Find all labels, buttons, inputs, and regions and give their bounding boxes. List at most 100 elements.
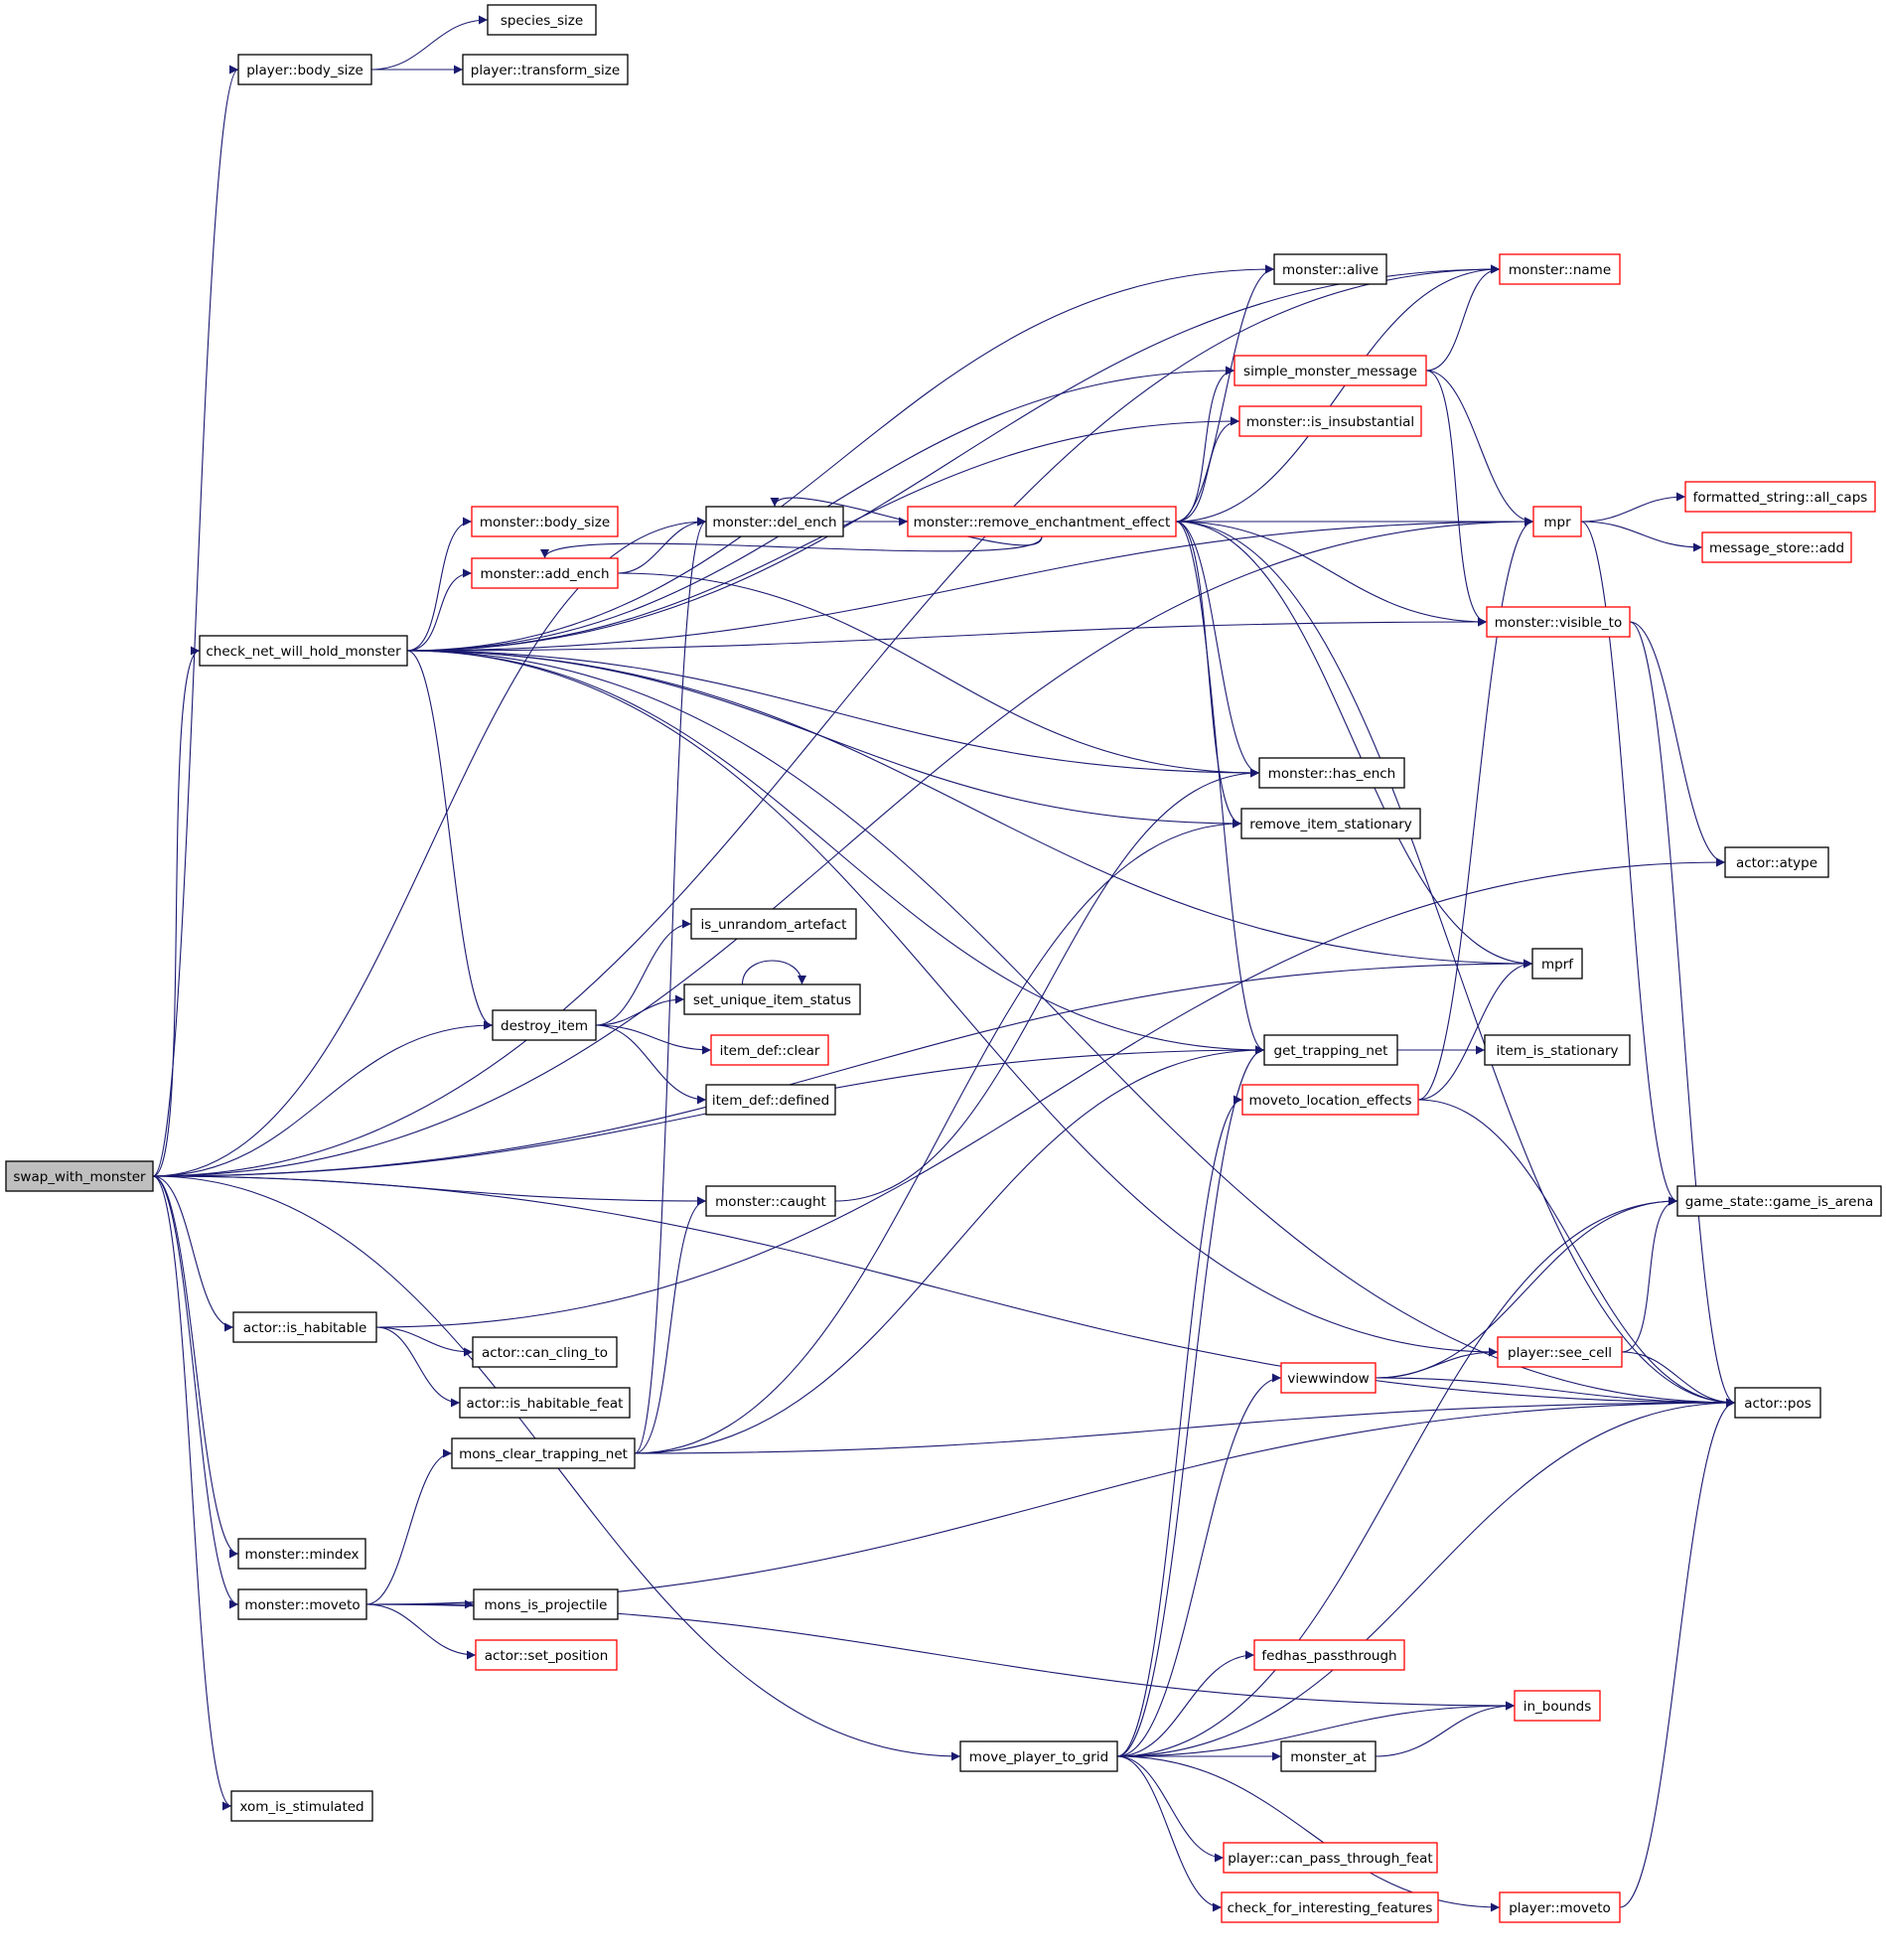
node-player-see-cell[interactable]: player::see_cell (1497, 1336, 1623, 1368)
node-box (1238, 405, 1422, 437)
node-label: species_size (501, 13, 583, 29)
node-box (1499, 1891, 1621, 1923)
node-box (5, 1160, 154, 1192)
node-item-def-clear[interactable]: item_def::clear (710, 1034, 829, 1066)
node-box (492, 1009, 597, 1041)
node-player-can-pass-through-feat[interactable]: player::can_pass_through_feat (1223, 1842, 1438, 1874)
node-box (475, 1639, 618, 1671)
node-game-is-arena[interactable]: game_state::game_is_arena (1676, 1185, 1882, 1217)
node-monster-is-insubstantial[interactable]: monster::is_insubstantial (1238, 405, 1422, 437)
edge-mons-clear-trapping-net-to-actor-pos (634, 1398, 1736, 1454)
node-get-trapping-net[interactable]: get_trapping_net (1263, 1034, 1398, 1066)
node-box (1241, 1084, 1419, 1116)
node-label: formatted_string::all_caps (1693, 490, 1868, 506)
node-actor-pos[interactable]: actor::pos (1734, 1387, 1821, 1419)
edge-monster-remove-ench-to-monster-name (1175, 264, 1501, 523)
node-viewwindow[interactable]: viewwindow (1280, 1362, 1377, 1394)
node-actor-atype[interactable]: actor::atype (1724, 846, 1829, 878)
node-box (710, 1034, 829, 1066)
edge-monster-caught-to-monster-has-ench (834, 768, 1260, 1202)
node-player-moveto[interactable]: player::moveto (1499, 1891, 1621, 1923)
node-label: mpr (1543, 515, 1571, 530)
node-check-for-interesting-features[interactable]: check_for_interesting_features (1221, 1891, 1439, 1923)
edge-monster-remove-ench-to-get-trapping-net (1175, 521, 1265, 1055)
edge-move-player-to-grid-to-moveto-location-effects (1116, 1095, 1243, 1757)
node-label: check_net_will_hold_monster (206, 644, 401, 660)
node-actor-is-habitable[interactable]: actor::is_habitable (232, 1311, 377, 1343)
node-move-player-to-grid[interactable]: move_player_to_grid (959, 1740, 1118, 1772)
edge-check-net-to-mpr (406, 517, 1534, 652)
node-species-size[interactable]: species_size (487, 4, 597, 36)
node-remove-item-stationary[interactable]: remove_item_stationary (1240, 808, 1421, 839)
node-monster-remove-ench[interactable]: monster::remove_enchantment_effect (907, 506, 1177, 537)
node-box (1701, 531, 1852, 563)
node-mprf[interactable]: mprf (1531, 948, 1583, 980)
node-monster-body-size[interactable]: monster::body_size (471, 506, 619, 537)
node-monster-name[interactable]: monster::name (1499, 253, 1621, 285)
node-monster-caught[interactable]: monster::caught (705, 1185, 836, 1217)
node-box (907, 506, 1177, 537)
edge-move-player-to-grid-to-player-moveto (1116, 1755, 1501, 1912)
edge-swap-with-monster-to-actor-pos (152, 1175, 1736, 1408)
node-monster-add-ench[interactable]: monster::add_ench (471, 557, 619, 589)
node-item-def-defined[interactable]: item_def::defined (705, 1084, 836, 1116)
edge-monster-remove-ench-to-actor-pos (1175, 521, 1736, 1408)
edge-monster-visible-to-to-actor-pos (1629, 621, 1736, 1408)
edge-check-net-to-mprf (406, 650, 1533, 969)
node-actor-can-cling-to[interactable]: actor::can_cling_to (472, 1336, 618, 1368)
node-label: actor::is_habitable_feat (467, 1396, 624, 1412)
node-simple-monster-message[interactable]: simple_monster_message (1233, 355, 1427, 386)
node-in-bounds[interactable]: in_bounds (1514, 1690, 1601, 1722)
node-monster-alive[interactable]: monster::alive (1273, 253, 1387, 285)
edge-viewwindow-to-player-see-cell (1375, 1347, 1499, 1379)
node-actor-set-position[interactable]: actor::set_position (475, 1639, 618, 1671)
node-label: item_def::defined (712, 1093, 829, 1109)
node-item-is-stationary[interactable]: item_is_stationary (1484, 1034, 1631, 1066)
node-label: actor::atype (1736, 855, 1817, 871)
node-label: monster::remove_enchantment_effect (914, 515, 1171, 530)
node-xom-is-stimulated[interactable]: xom_is_stimulated (230, 1790, 373, 1822)
node-actor-is-habitable-feat[interactable]: actor::is_habitable_feat (459, 1387, 631, 1419)
edge-monster-moveto-to-mons-clear-trapping-net (365, 1448, 453, 1605)
edge-move-player-to-grid-to-get-trapping-net (1116, 1045, 1265, 1757)
node-mons-is-projectile[interactable]: mons_is_projectile (473, 1588, 619, 1620)
edge-monster-at-to-in-bounds (1375, 1701, 1516, 1757)
node-message-store-add[interactable]: message_store::add (1701, 531, 1852, 563)
node-label: monster::moveto (244, 1597, 360, 1613)
node-check-net[interactable]: check_net_will_hold_monster (199, 635, 408, 667)
edge-player-body-size-to-species-size (370, 15, 489, 71)
node-mpr[interactable]: mpr (1532, 506, 1582, 537)
edge-monster-remove-ench-to-monster-visible-to (1175, 521, 1488, 627)
node-box (1263, 1034, 1398, 1066)
node-swap-with-monster[interactable]: swap_with_monster (5, 1160, 154, 1192)
node-moveto-location-effects[interactable]: moveto_location_effects (1241, 1084, 1419, 1116)
edge-mpr-to-game-is-arena (1580, 521, 1678, 1206)
node-mons-clear-trapping-net[interactable]: mons_clear_trapping_net (451, 1437, 636, 1469)
edge-set-unique-item-status-to-set-unique-item-status (741, 960, 806, 985)
edge-monster-remove-ench-to-monster-is-insubstantial (1175, 416, 1240, 523)
node-set-unique-item-status[interactable]: set_unique_item_status (683, 983, 861, 1015)
node-monster-visible-to[interactable]: monster::visible_to (1486, 606, 1631, 638)
edge-destroy-item-to-item-def-clear (595, 1024, 712, 1055)
node-monster-mindex[interactable]: monster::mindex (237, 1538, 366, 1570)
node-player-transform-size[interactable]: player::transform_size (462, 54, 629, 85)
node-monster-at[interactable]: monster_at (1280, 1740, 1377, 1772)
node-label: monster::caught (715, 1194, 826, 1210)
node-monster-moveto[interactable]: monster::moveto (237, 1588, 367, 1620)
node-destroy-item[interactable]: destroy_item (492, 1009, 597, 1041)
node-monster-has-ench[interactable]: monster::has_ench (1258, 757, 1405, 789)
node-label: remove_item_stationary (1249, 817, 1412, 832)
node-label: player::body_size (246, 63, 363, 78)
node-formatted-string-all-caps[interactable]: formatted_string::all_caps (1684, 481, 1876, 513)
edge-monster-remove-ench-to-monster-has-ench (1175, 521, 1260, 778)
node-monster-del-ench[interactable]: monster::del_ench (705, 506, 844, 537)
node-fedhas-passthrough[interactable]: fedhas_passthrough (1253, 1639, 1405, 1671)
node-is-unrandom-artefact[interactable]: is_unrandom_artefact (690, 908, 857, 940)
node-label: monster::visible_to (1495, 615, 1622, 631)
edge-monster-moveto-to-actor-pos (365, 1398, 1736, 1605)
edge-swap-with-monster-to-actor-is-habitable (152, 1175, 234, 1332)
node-label: item_is_stationary (1496, 1043, 1618, 1059)
node-label: move_player_to_grid (969, 1749, 1108, 1765)
node-player-body-size[interactable]: player::body_size (237, 54, 372, 85)
